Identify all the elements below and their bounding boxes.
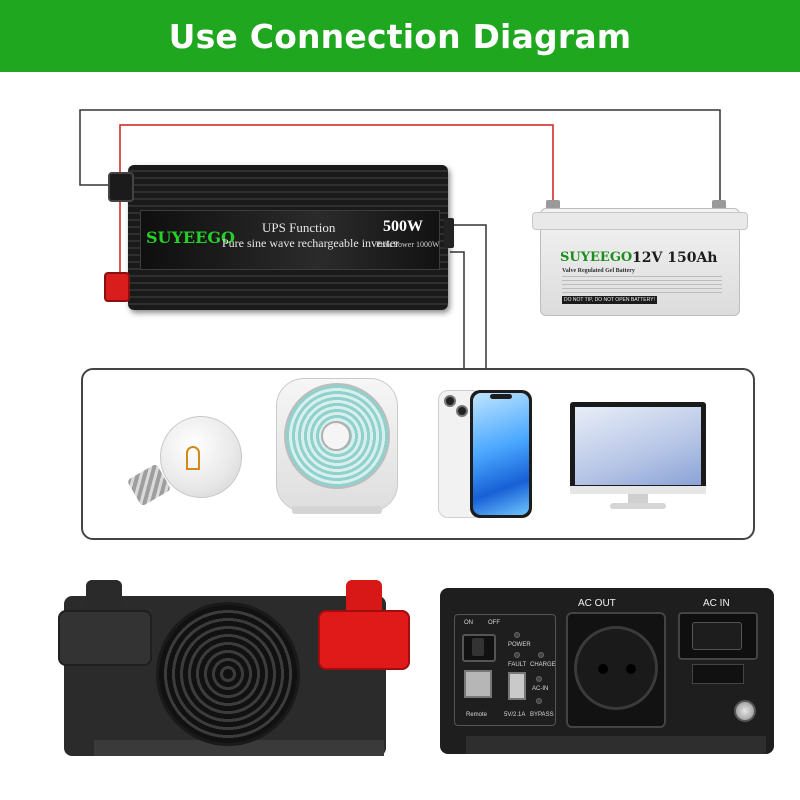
ac-inlet-pins (692, 622, 742, 650)
light-bulb-icon (160, 416, 242, 498)
socket-hole (598, 664, 608, 674)
inverter-description: Pure sine wave rechargeable inverter (222, 236, 400, 250)
fan-hub (321, 421, 351, 451)
ac-in-led-icon (536, 676, 542, 682)
battery-spec-lines (562, 276, 722, 294)
battery-subtitle: Valve Regulated Gel Battery (562, 268, 635, 274)
ac-side-base-plate (466, 736, 766, 754)
monitor-screen (575, 407, 701, 485)
ac-output-wire-2 (450, 251, 465, 370)
battery-rating: 12V 150Ah (632, 250, 718, 266)
battery-warning: DO NOT TIP, DO NOT OPEN BATTERY! (562, 296, 657, 304)
power-switch-rocker (472, 638, 484, 656)
inverter-positive-terminal (104, 272, 130, 302)
dc-positive-terminal (318, 610, 410, 670)
ac-output-wire-1 (450, 224, 487, 370)
inverter-rating: 500W (383, 218, 423, 235)
socket-hole (626, 664, 636, 674)
inverter-label-plate (140, 210, 440, 270)
usb-label: 5V/2.1A (504, 712, 526, 718)
ac-out-label: AC OUT (578, 598, 616, 609)
charge-led-icon (538, 652, 544, 658)
remote-port-icon (464, 670, 492, 698)
battery-lid (532, 212, 748, 230)
monitor-foot (610, 503, 666, 509)
bulb-filament (186, 446, 200, 470)
inverter-function: UPS Function (262, 220, 336, 235)
phone-camera-lens (456, 405, 468, 417)
page-title: Use Connection Diagram (168, 16, 632, 56)
inverter-negative-terminal (108, 172, 134, 202)
control-panel (454, 614, 556, 726)
usb-port-icon (508, 672, 526, 700)
remote-label: Remote (466, 712, 488, 718)
ac-in-led-label: AC-IN (532, 686, 549, 692)
cooling-fan-icon (156, 602, 300, 746)
phone-notch (490, 394, 512, 399)
dc-side-base-plate (94, 740, 384, 756)
power-led-icon (514, 632, 520, 638)
monitor-chin (570, 486, 706, 494)
battery-brand: SUYEEGO (560, 250, 633, 265)
charge-label: CHARGE (530, 662, 556, 668)
fan-foot (292, 506, 382, 514)
power-label: POWER (508, 642, 531, 648)
fault-label: FAULT (508, 662, 527, 668)
dc-negative-terminal (58, 610, 152, 666)
socket-face (574, 626, 658, 710)
on-label: ON (464, 620, 473, 626)
bypass-label: BYPASS (530, 712, 554, 718)
phone-camera-lens (444, 395, 456, 407)
negative-wire (79, 109, 721, 212)
phone-screen (473, 393, 529, 515)
off-label: OFF (488, 620, 500, 626)
header-banner: Use Connection Diagram (0, 0, 800, 72)
ground-bolt-icon (734, 700, 756, 722)
fault-led-icon (514, 652, 520, 658)
bypass-led-icon (536, 698, 542, 704)
inverter-side-bracket (444, 218, 454, 248)
inverter-brand: SUYEEGO (146, 228, 235, 247)
fuse-holder (692, 664, 744, 684)
inverter-peak-power: Peak Power 1000W (376, 240, 440, 249)
monitor-neck (628, 494, 648, 504)
ac-in-label: AC IN (703, 598, 730, 609)
